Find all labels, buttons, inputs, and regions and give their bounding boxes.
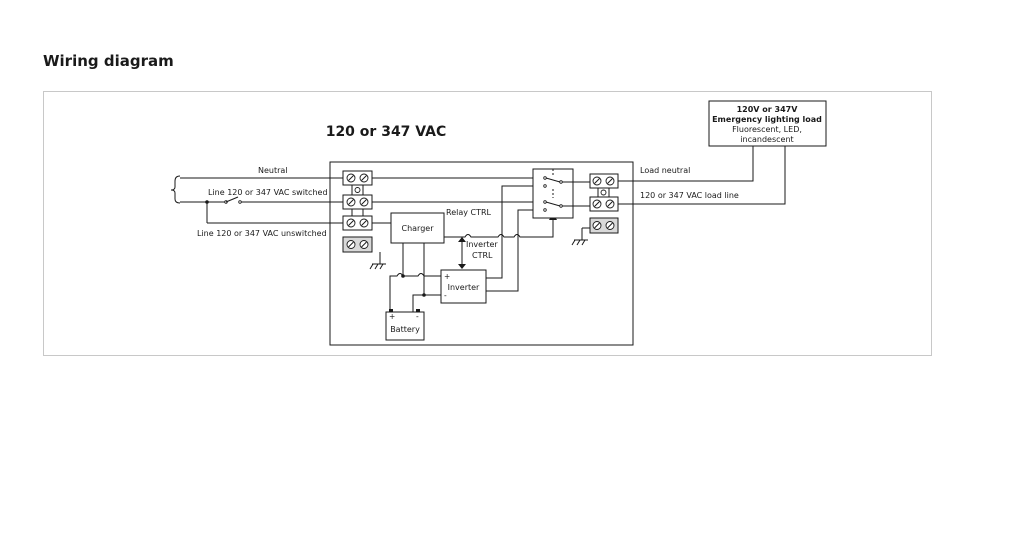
junction-dot bbox=[401, 274, 405, 278]
junction-dot bbox=[422, 293, 426, 297]
battery-plus: + bbox=[389, 312, 395, 321]
left-ground-terminal bbox=[342, 236, 386, 270]
load-box-line4: incandescent bbox=[740, 135, 793, 144]
switched-line-label: Line 120 or 347 VAC switched bbox=[208, 188, 328, 197]
inverter-ctrl-label-1: Inverter bbox=[466, 240, 498, 249]
battery-label: Battery bbox=[390, 325, 420, 334]
inverter-label: Inverter bbox=[448, 283, 480, 292]
inverter-output-wire-2 bbox=[486, 209, 543, 292]
inverter-output-wire-1 bbox=[486, 185, 543, 279]
inverter-plus: + bbox=[444, 272, 450, 281]
battery-minus-wire bbox=[412, 294, 441, 312]
relay-ctrl-label: Relay CTRL bbox=[446, 208, 492, 217]
unswitched-line-label: Line 120 or 347 VAC unswitched bbox=[197, 229, 327, 238]
relay-ctrl-wire bbox=[444, 220, 554, 238]
load-box-line2: Emergency lighting load bbox=[712, 115, 822, 124]
right-ground-terminal bbox=[571, 217, 619, 246]
charger-box bbox=[390, 212, 445, 244]
load-line-label: 120 or 347 VAC load line bbox=[640, 191, 739, 200]
wall-switch bbox=[225, 196, 239, 203]
fixture-housing bbox=[329, 161, 634, 346]
charger-label: Charger bbox=[402, 224, 435, 233]
battery-terminal-minus bbox=[416, 309, 420, 312]
switch-contact-right bbox=[238, 200, 242, 204]
load-box bbox=[708, 100, 827, 147]
battery-terminal-plus bbox=[389, 309, 393, 312]
battery-minus: - bbox=[416, 312, 419, 321]
battery-box bbox=[385, 311, 425, 341]
neutral-label: Neutral bbox=[258, 166, 288, 175]
inverter-ctrl-arrow-down bbox=[458, 264, 466, 269]
transfer-relay bbox=[532, 168, 574, 219]
inverter-minus: - bbox=[444, 291, 447, 300]
input-bracket bbox=[170, 175, 181, 204]
diagram-frame bbox=[43, 91, 932, 356]
left-terminal-block bbox=[342, 170, 373, 231]
load-neutral-wire bbox=[618, 146, 754, 182]
inverter-box bbox=[440, 269, 487, 304]
voltage-title: 120 or 347 VAC bbox=[326, 124, 447, 140]
load-box-line3: Fluorescent, LED, bbox=[732, 125, 802, 134]
load-box-line1: 120V or 347V bbox=[737, 105, 799, 114]
battery-plus-wire bbox=[389, 273, 441, 312]
right-terminal-block bbox=[589, 173, 619, 212]
load-neutral-label: Load neutral bbox=[640, 166, 690, 175]
section-heading: Wiring diagram bbox=[43, 52, 174, 70]
load-line-wire bbox=[618, 146, 786, 205]
inverter-ctrl-arrow-up bbox=[458, 237, 466, 242]
inverter-ctrl-label-2: CTRL bbox=[472, 251, 493, 260]
